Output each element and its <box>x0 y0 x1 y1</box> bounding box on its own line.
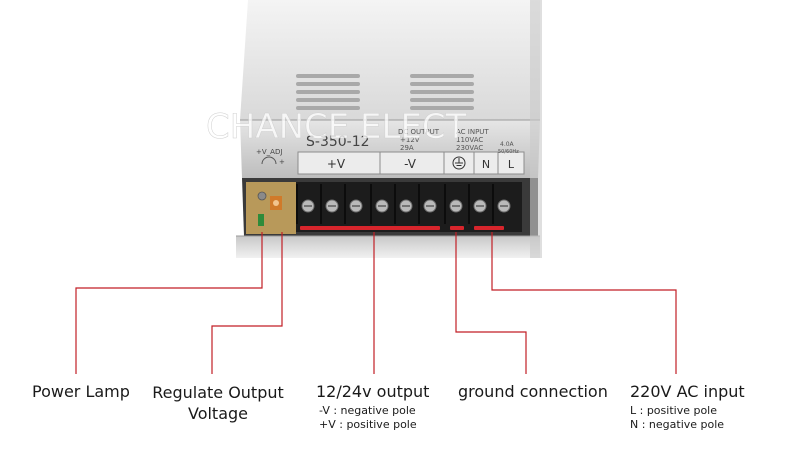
terminal-label-n: N <box>482 158 490 171</box>
ground-symbol-icon <box>452 156 466 170</box>
leader-ac-input <box>491 232 677 374</box>
terminal-label-strip <box>297 151 525 175</box>
terminal-screws <box>296 184 511 224</box>
case-bottom <box>236 236 540 258</box>
dc-output-spec: DC OUTPUT +12V 29A <box>398 128 440 152</box>
psu-model: S-350-12 <box>306 134 370 150</box>
note-ac-n: N : negative pole <box>630 418 725 431</box>
terminal-label-l: L <box>508 158 515 171</box>
leader-regulate-voltage <box>211 232 283 374</box>
terminal-markers <box>300 226 504 230</box>
svg-text:AC INPUT: AC INPUT <box>456 128 489 136</box>
terminal-label-minus-v: -V <box>404 157 417 171</box>
leader-lines <box>75 232 677 374</box>
label-regulate-output-voltage: Regulate Output Voltage <box>152 383 284 423</box>
vent-slots-right <box>410 74 474 110</box>
watermark: CHANCE ELECT <box>206 107 467 147</box>
svg-text:110VAC: 110VAC <box>456 136 483 144</box>
terminal-label-plus-v: +V <box>327 157 346 171</box>
label-ac-input: 220V AC input <box>630 382 745 401</box>
power-supply-unit: +V -V N L S-350-12 DC OUTPUT +12V 29A AC… <box>206 0 542 258</box>
note-output-negative: -V : negative pole <box>319 404 416 417</box>
adj-label: +V_ADJ <box>256 148 282 156</box>
power-led <box>258 214 264 226</box>
label-power-lamp: Power Lamp <box>32 382 130 401</box>
note-output-positive: +V : positive pole <box>319 418 417 431</box>
label-output: 12/24v output <box>316 382 430 401</box>
note-ac-l: L : positive pole <box>630 404 718 417</box>
svg-text:230VAC: 230VAC <box>456 144 483 152</box>
svg-text:+: + <box>279 158 285 166</box>
leader-ground <box>455 232 527 374</box>
svg-text:4.0A: 4.0A <box>500 141 515 148</box>
vent-slots-left <box>296 74 360 110</box>
svg-text:29A: 29A <box>400 144 414 152</box>
svg-text:+12V: +12V <box>400 136 420 144</box>
leader-power-lamp <box>75 232 263 374</box>
adjust-arc-icon <box>261 156 277 165</box>
label-ground-connection: ground connection <box>458 382 608 401</box>
svg-text:DC OUTPUT: DC OUTPUT <box>398 128 440 136</box>
ac-input-spec: AC INPUT 110VAC 230VAC 4.0A 50/60Hz <box>456 128 519 155</box>
svg-text:50/60Hz: 50/60Hz <box>498 149 519 155</box>
case-top <box>240 0 540 120</box>
